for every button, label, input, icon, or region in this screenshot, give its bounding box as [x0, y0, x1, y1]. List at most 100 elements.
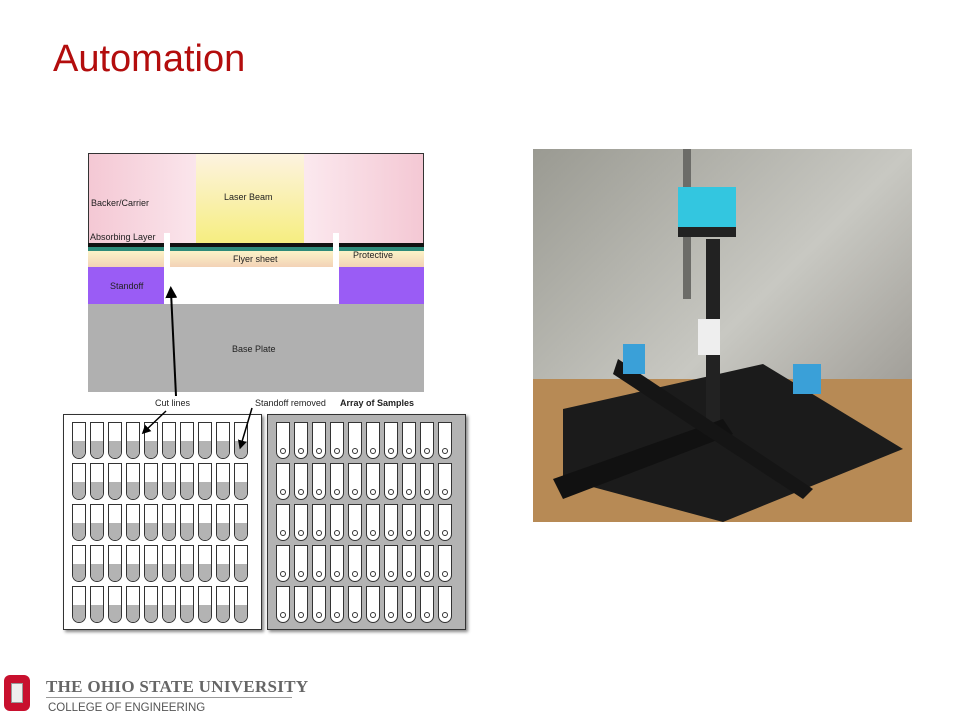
sample-cell	[144, 545, 158, 582]
sample-hole	[424, 612, 430, 618]
sample-cell	[198, 545, 212, 582]
sample-cell	[294, 545, 308, 582]
standoff-fill	[199, 564, 211, 581]
sample-cell	[294, 504, 308, 541]
sample-cell	[234, 586, 248, 623]
sample-cell	[180, 504, 194, 541]
sample-cell	[330, 422, 344, 459]
sample-hole	[316, 448, 322, 454]
sample-hole	[352, 571, 358, 577]
flyer-sheet	[88, 251, 424, 267]
standoff-fill	[109, 441, 121, 458]
sample-cell	[348, 504, 362, 541]
sample-hole	[442, 448, 448, 454]
label-cut-lines: Cut lines	[155, 398, 191, 408]
sample-cell	[144, 586, 158, 623]
sample-cell	[144, 422, 158, 459]
sample-cell	[438, 586, 452, 623]
sample-cell	[438, 545, 452, 582]
standoff-fill	[127, 441, 139, 458]
sample-cell	[126, 422, 140, 459]
sample-cell	[234, 504, 248, 541]
standoff-fill	[199, 605, 211, 622]
standoff-fill	[145, 482, 157, 499]
standoff-fill	[199, 523, 211, 540]
sample-cell	[420, 504, 434, 541]
standoff-fill	[73, 523, 85, 540]
university-name: THE OHIO STATE UNIVERSITY	[46, 677, 309, 696]
sample-cell	[198, 504, 212, 541]
sample-array-standoff-removed	[267, 414, 466, 630]
sample-cell	[72, 504, 86, 541]
sample-cell	[366, 422, 380, 459]
sample-hole	[298, 530, 304, 536]
sample-cell	[312, 504, 326, 541]
sample-hole	[406, 571, 412, 577]
standoff-fill	[199, 441, 211, 458]
sample-cell	[366, 586, 380, 623]
sample-hole	[352, 612, 358, 618]
slide-title: Automation	[53, 38, 246, 80]
sample-cell	[108, 545, 122, 582]
standoff-fill	[163, 441, 175, 458]
label-laser: Laser Beam	[224, 192, 273, 202]
cut-line-arrow-2	[141, 410, 167, 435]
standoff-fill	[235, 564, 247, 581]
sample-cell	[180, 545, 194, 582]
sample-hole	[442, 571, 448, 577]
cut-line-arrow	[165, 286, 178, 397]
standoff-fill	[109, 605, 121, 622]
sample-cell	[126, 545, 140, 582]
sample-hole	[424, 530, 430, 536]
sample-cell	[72, 463, 86, 500]
sample-cell	[420, 545, 434, 582]
osu-block-o-logo	[4, 675, 30, 711]
sample-hole	[334, 571, 340, 577]
sample-cell	[126, 586, 140, 623]
sample-hole	[334, 612, 340, 618]
sample-hole	[316, 612, 322, 618]
sample-cell	[330, 504, 344, 541]
standoff-fill	[199, 482, 211, 499]
sample-cell	[438, 463, 452, 500]
cut-gap-left	[164, 233, 170, 267]
standoff-fill	[145, 441, 157, 458]
sample-hole	[370, 530, 376, 536]
sample-hole	[370, 571, 376, 577]
sample-cell	[162, 463, 176, 500]
sample-hole	[334, 489, 340, 495]
label-backer: Backer/Carrier	[91, 198, 150, 208]
sample-cell	[276, 545, 290, 582]
sample-hole	[370, 489, 376, 495]
label-base: Base Plate	[232, 344, 276, 354]
sample-cell	[162, 586, 176, 623]
base-plate	[88, 304, 424, 392]
standoff-fill	[181, 482, 193, 499]
label-array: Array of Samples	[340, 398, 415, 408]
protective-layer	[88, 247, 424, 251]
sample-cell	[330, 586, 344, 623]
sample-hole	[334, 448, 340, 454]
standoff-fill	[109, 564, 121, 581]
sample-hole	[442, 489, 448, 495]
sample-hole	[334, 530, 340, 536]
sample-cell	[366, 545, 380, 582]
sample-hole	[406, 612, 412, 618]
sample-cell	[72, 545, 86, 582]
sample-cell	[294, 463, 308, 500]
sample-cell	[162, 422, 176, 459]
sample-cell	[90, 586, 104, 623]
standoff-fill	[235, 605, 247, 622]
standoff-fill	[109, 523, 121, 540]
standoff-left	[88, 267, 164, 304]
sample-hole	[406, 489, 412, 495]
sample-cell	[180, 422, 194, 459]
standoff-fill	[91, 564, 103, 581]
sample-hole	[298, 448, 304, 454]
sample-cell	[144, 504, 158, 541]
sample-cell	[90, 504, 104, 541]
sample-hole	[406, 530, 412, 536]
sample-cell	[276, 463, 290, 500]
sample-hole	[352, 448, 358, 454]
sample-hole	[316, 530, 322, 536]
